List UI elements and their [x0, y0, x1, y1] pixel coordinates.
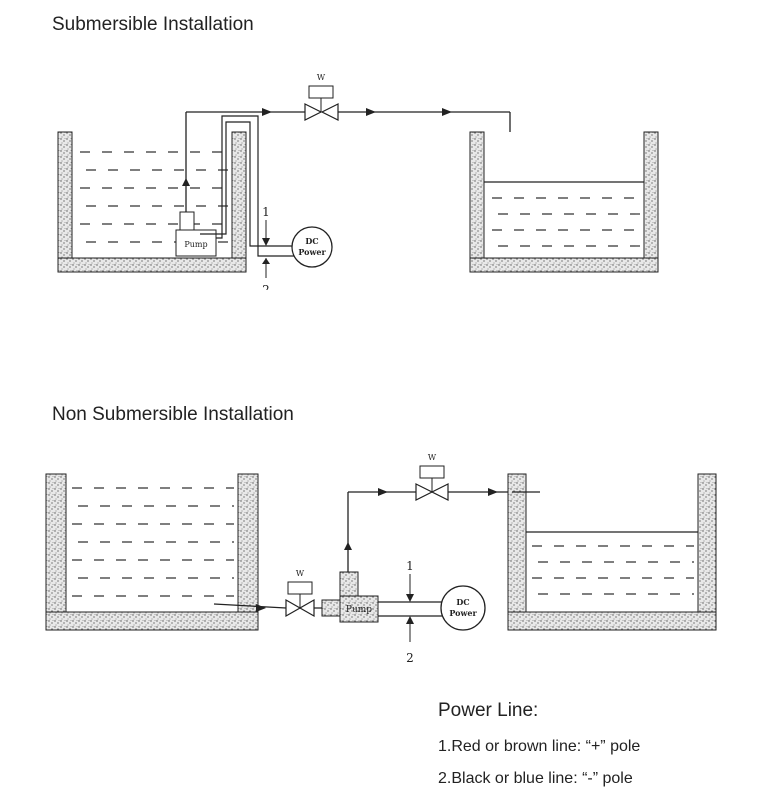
water [492, 197, 640, 247]
wire-markers: 1 2 [262, 205, 270, 290]
submersible-diagram: Pump W 1 2 DC Power [57, 73, 659, 290]
outlet-valve: W [415, 453, 449, 501]
valve-label: W [317, 73, 326, 82]
legend-line-negative: 2.Black or blue line: “-” pole [438, 770, 633, 787]
dc-power: DC Power [440, 585, 486, 631]
pump-label: Pump [346, 605, 372, 615]
power-cable [200, 115, 300, 257]
dc-label: DC [305, 236, 318, 246]
power-label: Power [298, 247, 326, 257]
water [80, 151, 228, 243]
non-submersible-diagram: W Pump W 1 2 DC Pow [45, 453, 717, 665]
wire-1-label: 1 [406, 559, 414, 573]
water [72, 487, 234, 597]
wire-2-label: 2 [406, 651, 414, 665]
inlet-valve: W [285, 569, 315, 618]
dc-power: DC Power [291, 226, 333, 268]
power-cable [378, 601, 442, 617]
wire-1-label: 1 [262, 205, 270, 219]
pump: Pump [321, 571, 379, 623]
wire-markers: 1 2 [406, 559, 414, 665]
valve-label: W [296, 569, 305, 578]
water [532, 545, 694, 595]
pump-label: Pump [184, 240, 207, 249]
flow-arrows [344, 488, 498, 550]
flow-arrow [256, 604, 266, 612]
title-non-submersible: Non Submersible Installation [52, 404, 294, 425]
valve: W [304, 73, 339, 121]
valve-label: W [428, 453, 437, 462]
target-tank [469, 131, 659, 273]
source-tank [57, 131, 247, 273]
source-tank [45, 473, 259, 631]
legend-line-positive: 1.Red or brown line: “+” pole [438, 738, 641, 755]
power-label: Power [449, 608, 477, 618]
flow-arrows [182, 108, 452, 186]
wire-2-label: 2 [262, 283, 270, 290]
legend-heading: Power Line: [438, 700, 539, 721]
power-line-legend: Power Line: 1.Red or brown line: “+” pol… [438, 700, 640, 802]
dc-label: DC [456, 597, 469, 607]
title-submersible: Submersible Installation [52, 14, 254, 35]
target-tank [507, 473, 717, 631]
